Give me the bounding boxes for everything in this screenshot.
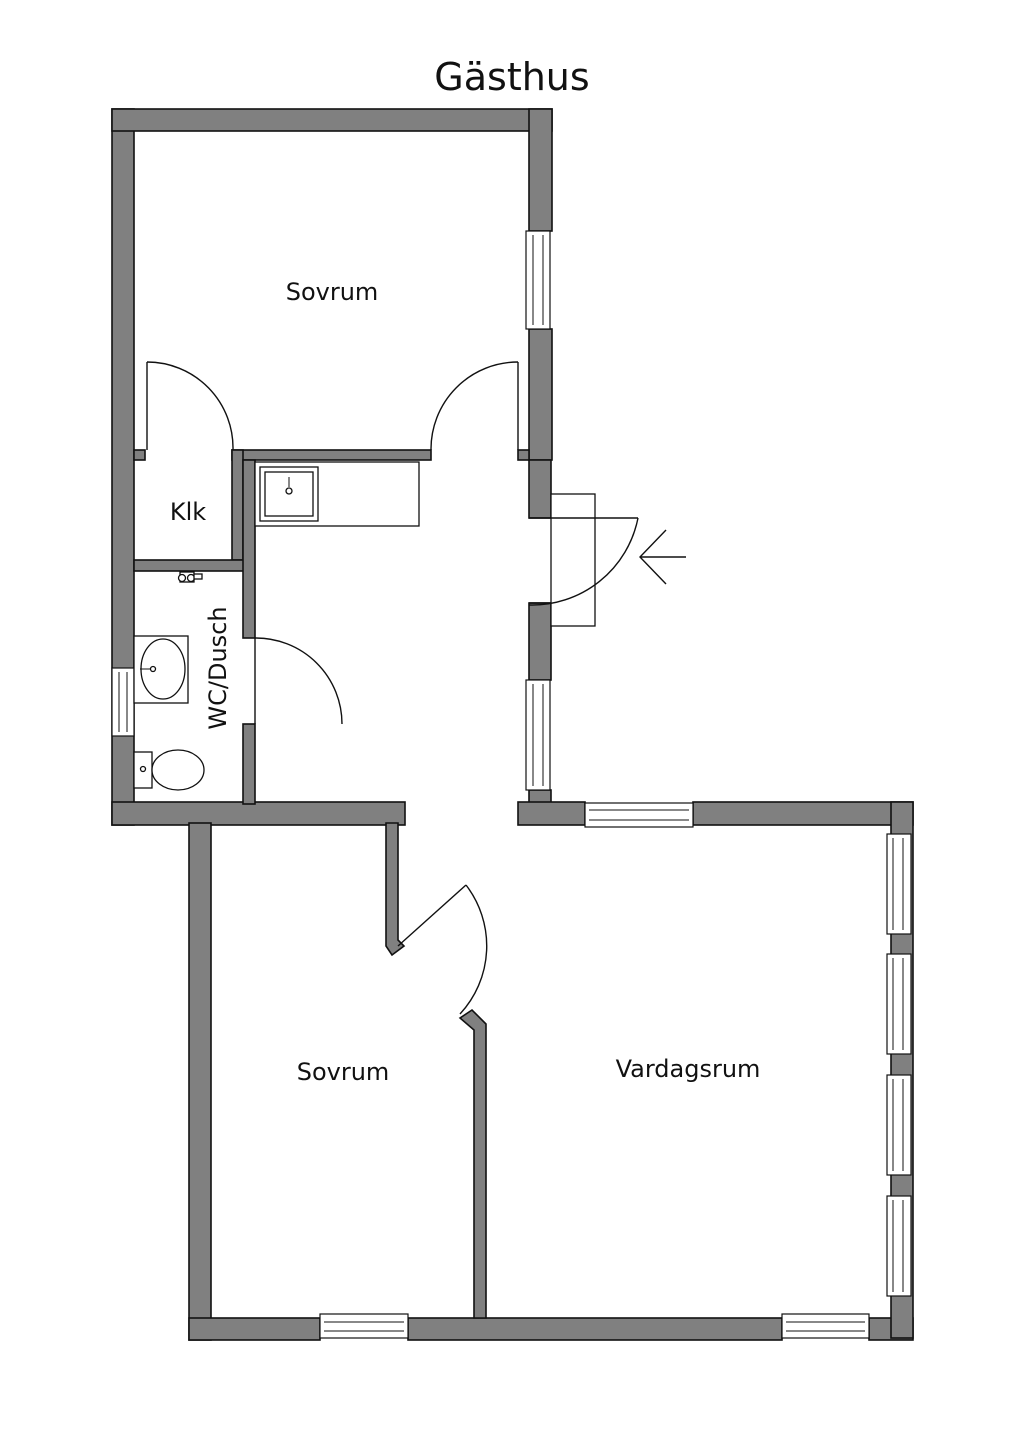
wall-bottom-left (188, 822, 212, 1341)
toilet-icon (133, 749, 205, 791)
windows (111, 230, 912, 1339)
wall-stub-right (517, 449, 530, 461)
wall-sovrum-bottom (231, 449, 432, 461)
wall-mid-right-1 (517, 801, 586, 826)
room-label-sovrum-bottom: Sovrum (297, 1058, 390, 1086)
wall-mid-left (111, 801, 406, 826)
window-sovrum-bottom (319, 1313, 409, 1339)
window-vardagsrum-top (584, 802, 694, 828)
washbasin-icon (133, 635, 189, 704)
window-hall (525, 679, 551, 791)
window-right-1 (886, 833, 912, 935)
wall-klk-right (231, 449, 244, 561)
wall-mid-right-2 (692, 801, 914, 826)
window-sovrum-top (525, 230, 551, 330)
wall-wc-right-bottom (242, 723, 256, 805)
room-label-sovrum-top: Sovrum (286, 278, 379, 306)
wall-wc-right-top (242, 459, 256, 639)
wall-right-top-2 (528, 328, 553, 461)
wall-right-top-4 (528, 602, 552, 681)
wall-klk-bottom (133, 559, 255, 572)
window-right-4 (886, 1195, 912, 1297)
shower-mixer-icon (177, 571, 203, 583)
wall-bottom-1 (188, 1317, 321, 1341)
wall-right-top-1 (528, 108, 553, 232)
sink-icon (259, 466, 319, 522)
kitchen-counter (254, 461, 420, 527)
wall-top (111, 108, 553, 132)
walls (111, 108, 914, 1341)
window-right-2 (886, 953, 912, 1055)
entrance-threshold (550, 493, 596, 627)
room-label-klk: Klk (170, 498, 206, 526)
window-vardagsrum-bottom (781, 1313, 870, 1339)
wall-bottom-2 (407, 1317, 783, 1341)
window-wc (111, 667, 135, 737)
doors (146, 361, 639, 1015)
room-label-wc-dusch: WC/Dusch (204, 606, 232, 729)
wall-angled-upper (385, 822, 406, 957)
window-right-3 (886, 1074, 912, 1176)
wall-angled-lower (458, 1008, 487, 1319)
room-label-vardagsrum: Vardagsrum (616, 1055, 761, 1083)
wall-stub-left (133, 449, 146, 461)
wall-right-top-3 (528, 459, 552, 519)
plan-title: Gästhus (434, 55, 589, 99)
entrance-arrow-icon (639, 529, 686, 585)
